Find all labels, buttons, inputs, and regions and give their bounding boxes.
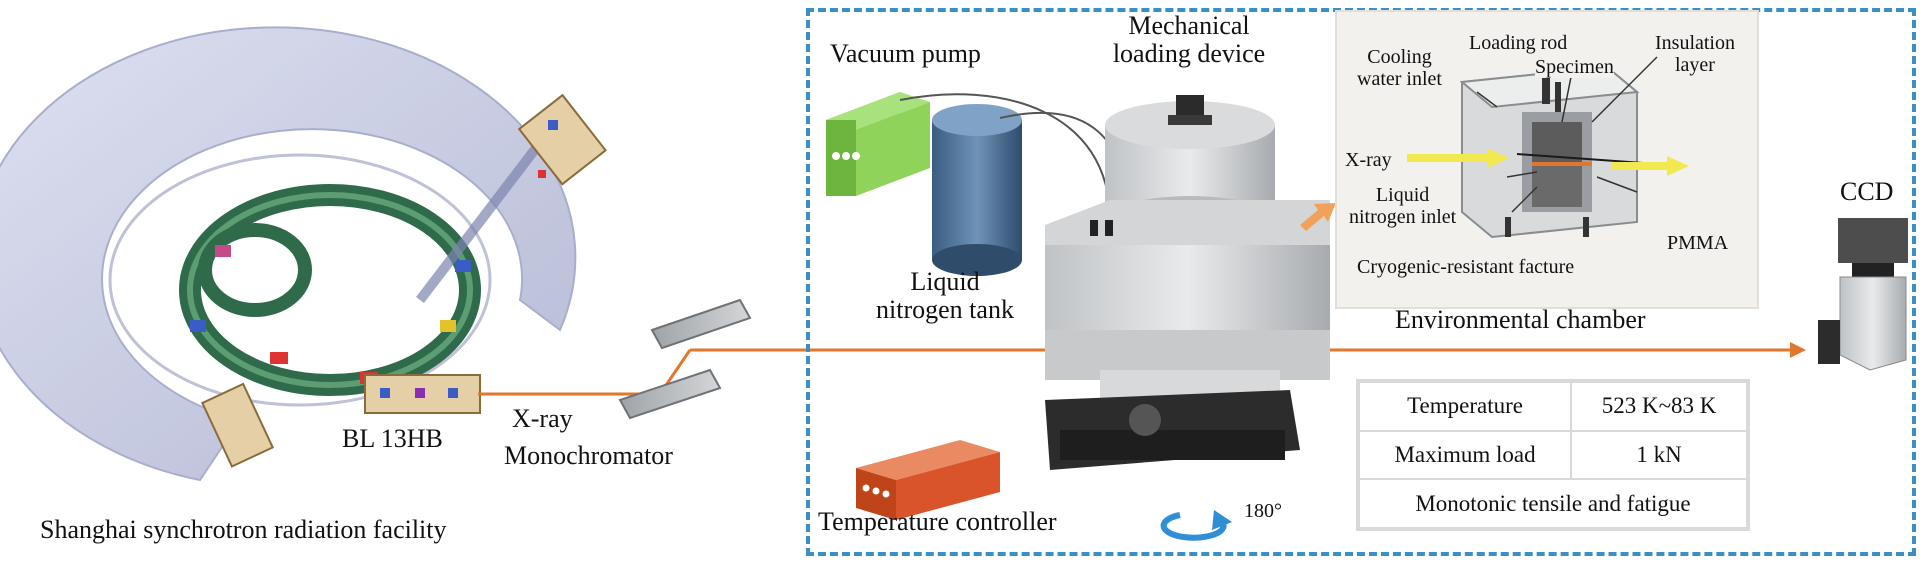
- synchrotron-facility: [0, 26, 608, 482]
- specimen-label: Specimen: [1535, 56, 1614, 78]
- insulation-layer-label: Insulation layer: [1655, 32, 1735, 76]
- monochromator-label: Monochromator: [504, 441, 673, 470]
- temperature-label: Temperature: [1357, 381, 1573, 432]
- loading-rod-label: Loading rod: [1469, 32, 1568, 54]
- environmental-chamber-graphic: [1407, 56, 1689, 239]
- rotation-arrow-icon: [1160, 510, 1232, 541]
- liquid-nitrogen-tank-label: Liquid nitrogen tank: [876, 267, 1014, 324]
- ccd-detector: [1818, 218, 1908, 371]
- facility-label: Shanghai synchrotron radiation facility: [40, 515, 447, 544]
- mechanical-loading-device: [1045, 95, 1330, 470]
- monochromator-crystals: [618, 298, 752, 420]
- beamline-label: BL 13HB: [342, 424, 443, 453]
- vacuum-pump: [826, 92, 930, 196]
- mechanical-loading-device-label: Mechanical loading device: [1112, 11, 1266, 68]
- rotation-angle-label: 180°: [1244, 500, 1282, 522]
- specs-table: Temperature 523 K~83 K Maximum load 1 kN…: [1356, 379, 1750, 531]
- environmental-chamber-title: Environmental chamber: [1395, 305, 1646, 334]
- temperature-controller-label: Temperature controller: [818, 507, 1057, 536]
- max-load-label: Maximum load: [1357, 429, 1573, 481]
- env-xray-label: X-ray: [1345, 149, 1392, 171]
- temperature-value: 523 K~83 K: [1570, 381, 1748, 432]
- xray-source-label: X-ray: [512, 404, 573, 433]
- vacuum-pump-label: Vacuum pump: [830, 39, 981, 68]
- liquid-nitrogen-inlet-label: Liquid nitrogen inlet: [1349, 184, 1457, 228]
- test-mode: Monotonic tensile and fatigue: [1358, 478, 1748, 529]
- environmental-chamber-panel: Cooling water inlet Loading rod Insulati…: [1335, 10, 1759, 309]
- max-load-value: 1 kN: [1570, 429, 1748, 481]
- ccd-label: CCD: [1840, 177, 1894, 206]
- xray-beam-arrowhead: [1790, 342, 1806, 358]
- pmma-label: PMMA: [1667, 232, 1729, 254]
- cooling-water-inlet-label: Cooling water inlet: [1357, 46, 1442, 90]
- callout-arrow: [1300, 203, 1336, 231]
- cryogenic-fixture-label: Cryogenic-resistant facture: [1357, 256, 1575, 278]
- temperature-controller: [856, 440, 1000, 520]
- liquid-nitrogen-tank: [932, 104, 1022, 276]
